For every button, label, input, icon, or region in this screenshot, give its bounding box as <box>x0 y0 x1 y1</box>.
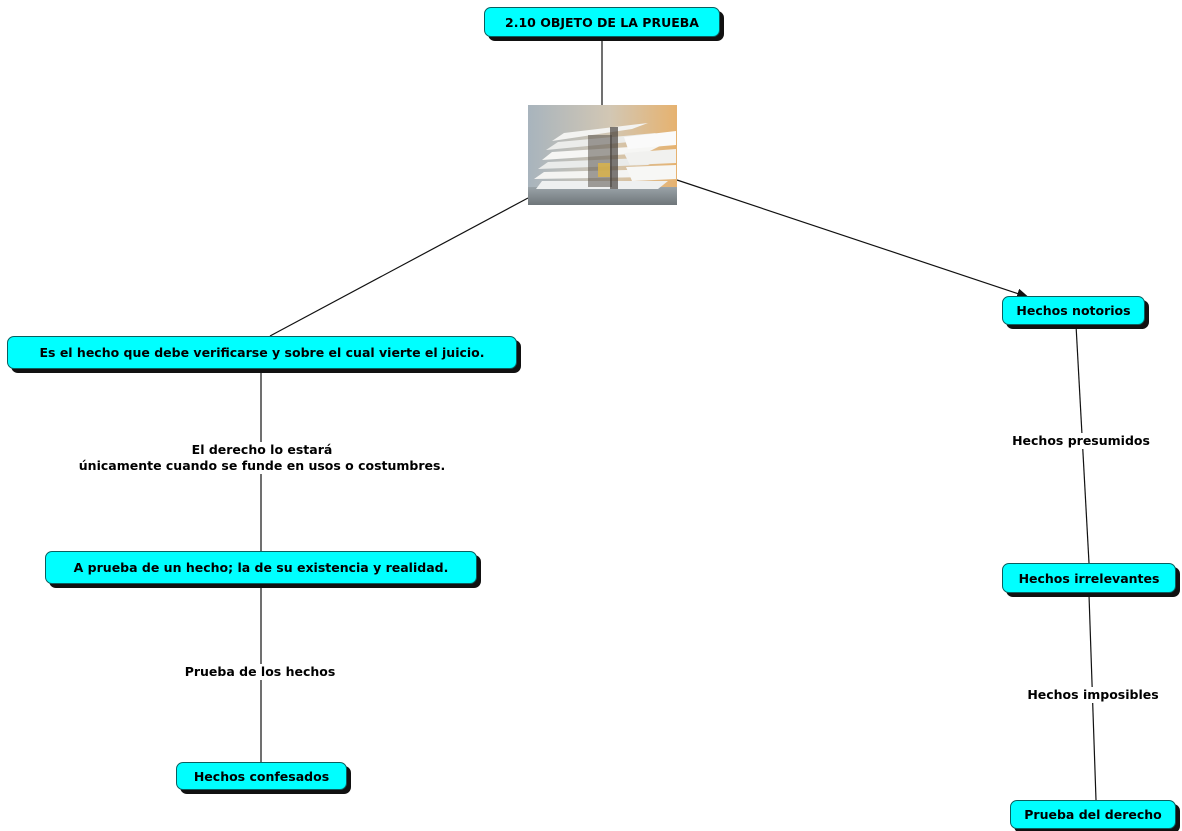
connector-image-to-definition <box>269 197 529 337</box>
proof-of-fact-node[interactable]: A prueba de un hecho; la de su existenci… <box>45 551 477 584</box>
irrelevant-facts-node[interactable]: Hechos irrelevantes <box>1002 563 1176 593</box>
link-label-impossible: Hechos imposibles <box>1018 687 1168 703</box>
link-label-law-customs: El derecho lo estará únicamente cuando s… <box>58 442 466 474</box>
confessed-facts-node[interactable]: Hechos confesados <box>176 762 347 790</box>
link-label-facts-proof: Prueba de los hechos <box>174 664 346 680</box>
link-label-law-line2: únicamente cuando se funde en usos o cos… <box>78 458 446 473</box>
title-node[interactable]: 2.10 OBJETO DE LA PRUEBA <box>484 7 720 37</box>
stacked-papers-image <box>528 105 677 205</box>
definition-node[interactable]: Es el hecho que debe verificarse y sobre… <box>7 336 517 369</box>
notorious-facts-node[interactable]: Hechos notorios <box>1002 296 1145 325</box>
connector-image-to-notorious-arrow <box>676 179 1029 299</box>
link-label-law-line1: El derecho lo estará <box>191 442 333 457</box>
proof-of-law-node[interactable]: Prueba del derecho <box>1010 800 1176 829</box>
link-label-presumed: Hechos presumidos <box>1000 433 1162 449</box>
